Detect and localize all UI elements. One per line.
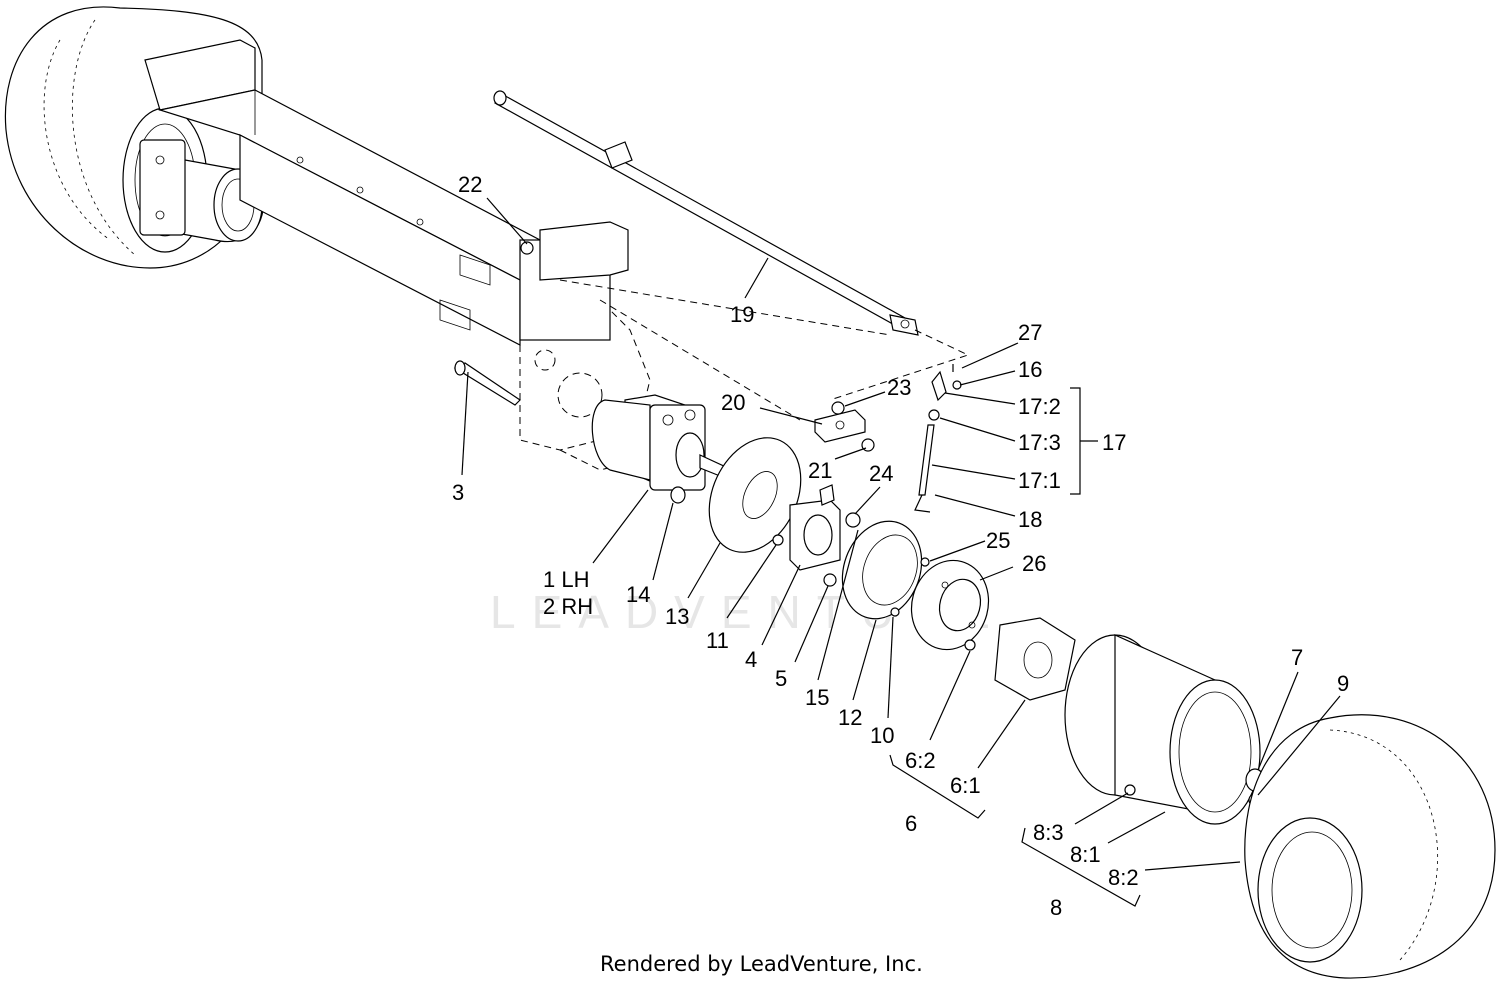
callout-3: 3 — [452, 480, 464, 505]
callout-24: 24 — [869, 461, 893, 486]
part-10 — [890, 607, 900, 617]
callout-6-1: 6:1 — [950, 773, 981, 798]
callout-9: 9 — [1337, 671, 1349, 696]
callout-15: 15 — [805, 685, 829, 710]
part-3-bolt — [453, 360, 521, 406]
part-8-rim — [1064, 634, 1261, 825]
callout-10: 10 — [870, 723, 894, 748]
callout-17-3: 17:3 — [1018, 430, 1061, 455]
dash-line-frame-2 — [599, 299, 801, 421]
callout-14: 14 — [626, 582, 650, 607]
callout-11: 11 — [706, 628, 729, 653]
part-23 — [831, 401, 845, 415]
callout-7: 7 — [1291, 645, 1303, 670]
part-16 — [952, 380, 962, 390]
frame-axle — [144, 39, 651, 471]
callout-2-rh: 2 RH — [543, 594, 593, 619]
part-1-2-motor — [591, 394, 729, 491]
callout-12: 12 — [838, 705, 862, 730]
part-14 — [670, 486, 686, 504]
part-19-rod — [493, 90, 919, 336]
part-11 — [772, 534, 784, 546]
callout-13: 13 — [665, 604, 689, 629]
bracket-8 — [1021, 827, 1141, 907]
part-22-nut — [520, 241, 534, 255]
part-20-bracket — [814, 409, 866, 443]
part-4-mount — [789, 484, 841, 571]
callout-18: 18 — [1018, 507, 1042, 532]
callout-17: 17 — [1102, 430, 1126, 455]
callout-17-1: 17:1 — [1018, 468, 1061, 493]
part-5 — [823, 573, 837, 587]
callout-6-2: 6:2 — [905, 748, 936, 773]
callout-6: 6 — [905, 811, 917, 836]
right-tire — [1244, 714, 1496, 979]
bracket-17 — [1070, 387, 1098, 495]
callout-4: 4 — [745, 647, 757, 672]
callout-21: 21 — [808, 458, 832, 483]
part-17-linkage — [914, 370, 947, 513]
callout-8-1: 8:1 — [1070, 842, 1101, 867]
callout-26: 26 — [1022, 551, 1046, 576]
callout-19: 19 — [730, 302, 754, 327]
callout-1-lh: 1 LH — [543, 567, 589, 592]
leader-lines — [461, 197, 1341, 871]
footer-credit: Rendered by LeadVenture, Inc. — [600, 952, 923, 976]
bracket-6 — [889, 754, 986, 819]
callout-8: 8 — [1050, 895, 1062, 920]
callout-23: 23 — [887, 375, 911, 400]
callout-27: 27 — [1018, 320, 1042, 345]
callout-labels: 22 19 27 16 23 20 17:2 17:3 17 21 24 17:… — [452, 172, 1349, 920]
part-13-disc — [708, 437, 802, 553]
callout-5: 5 — [775, 666, 787, 691]
callout-17-2: 17:2 — [1018, 394, 1061, 419]
callout-16: 16 — [1018, 357, 1042, 382]
dash-line-frame — [559, 279, 891, 336]
callout-8-3: 8:3 — [1033, 820, 1064, 845]
callout-22: 22 — [458, 172, 482, 197]
part-6-adapter — [964, 617, 1076, 701]
part-24 — [845, 512, 861, 528]
part-25 — [920, 557, 930, 567]
part-26-hub — [910, 559, 990, 651]
callout-25: 25 — [986, 528, 1010, 553]
callout-20: 20 — [721, 390, 745, 415]
callout-8-2: 8:2 — [1108, 865, 1139, 890]
